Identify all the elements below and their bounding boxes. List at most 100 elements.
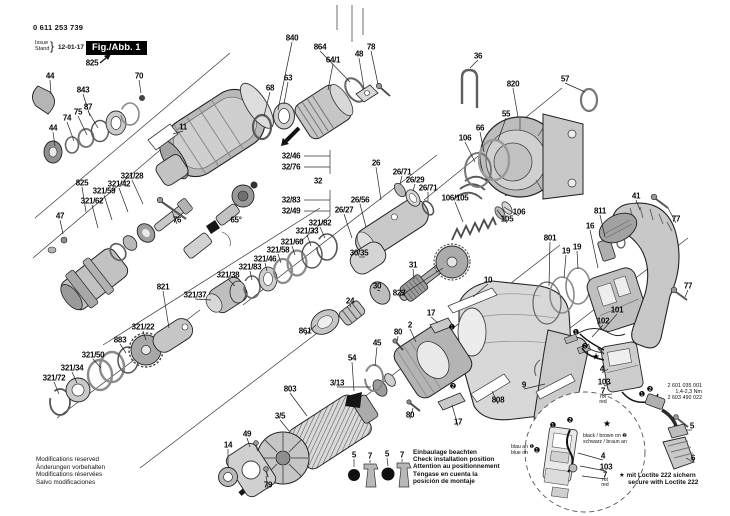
part-label-26-27: 26/27 (334, 205, 354, 215)
label-bracket-32 (299, 150, 331, 243)
part-label-31: 31 (408, 260, 418, 270)
part-label-78: 78 (366, 42, 376, 52)
part-label-64-1: 64/1 (325, 55, 341, 65)
part-label-32-83: 32/83 (281, 195, 301, 205)
part-label-103: 103 (597, 377, 611, 387)
part-label-321-62: 321/62 (80, 196, 104, 206)
part-label-26-71: 26/71 (392, 167, 412, 177)
part-label-101: 101 (610, 305, 624, 315)
part-label-825: 825 (75, 178, 89, 188)
brush-holder-icon (363, 463, 379, 488)
part-label-17: 17 (453, 417, 463, 427)
part-label-16: 16 (585, 221, 595, 231)
part-label-79: 79 (263, 480, 273, 490)
part-label-821: 821 (156, 282, 170, 292)
wire-marker-1: ❶ (572, 327, 580, 337)
part-label-321-59: 321/59 (92, 186, 116, 196)
wire-marker-2: ❷ (566, 415, 574, 425)
part-label-321-33: 321/33 (295, 226, 319, 236)
part-label-70: 70 (134, 71, 144, 81)
part-label-30: 30 (372, 281, 382, 291)
part-label-54: 54 (347, 353, 357, 363)
part-label-861: 861 (298, 326, 312, 336)
part-label-14: 14 (223, 440, 233, 450)
loctite-star-icon: ★ (591, 351, 601, 362)
part-label-32-76: 32/76 (281, 162, 301, 172)
part-label-321-42: 321/42 (107, 179, 131, 189)
part-label-321-83: 321/83 (238, 262, 262, 272)
part-label-rot: rot (602, 477, 608, 483)
gear-housing-shape (159, 82, 274, 180)
wire-marker-1: ❶ (638, 389, 646, 399)
part-label-74: 74 (62, 113, 72, 123)
part-label-106: 106 (512, 207, 526, 217)
nameplate-shape (147, 123, 179, 151)
part-label-808: 808 (491, 395, 505, 405)
part-label-5: 5 (384, 449, 390, 459)
part-label-65-: 65° (230, 215, 242, 225)
figure-label: Fig./Abb. 1 (86, 41, 147, 55)
device-part-number: 0 611 253 739 (33, 23, 84, 32)
part-label-26: 26 (371, 158, 381, 168)
part-label-red: red (599, 399, 607, 405)
part-label-103: 103 (599, 462, 613, 472)
part-label-80: 80 (405, 410, 415, 420)
part-label-45: 45 (372, 338, 382, 348)
part-label-102: 102 (596, 316, 610, 326)
part-label-7: 7 (602, 470, 608, 480)
part-label-825: 825 (85, 58, 99, 68)
wire-marker-1: ❶ (533, 445, 541, 455)
part-label-5: 5 (689, 421, 695, 431)
part-label-840: 840 (285, 33, 299, 43)
part-label-47: 47 (55, 211, 65, 221)
brush-icon (381, 467, 395, 481)
part-label-76: 76 (172, 215, 182, 225)
part-label-32: 32 (313, 176, 323, 186)
part-label-24: 24 (345, 296, 355, 306)
wire-marker-1: ❶ (549, 420, 557, 430)
part-label-6: 6 (690, 453, 696, 463)
part-label-10: 10 (483, 275, 493, 285)
part-label-11: 11 (179, 122, 187, 132)
end-shield-shape (586, 267, 648, 332)
part-label-48: 48 (354, 49, 364, 59)
part-label-883: 883 (113, 335, 127, 345)
part-label-321-38: 321/38 (216, 270, 240, 280)
wire-marker-2: ❷ (646, 384, 654, 394)
part-label-rot: rot (600, 394, 606, 400)
part-label-321-22: 321/22 (131, 322, 155, 332)
part-label-7: 7 (399, 450, 405, 460)
part-label-26-71: 26/71 (418, 183, 438, 193)
part-label-811: 811 (593, 206, 607, 216)
part-label-321-46: 321/46 (253, 254, 277, 264)
part-label-19: 19 (572, 242, 582, 252)
part-label-321-34: 321/34 (60, 363, 84, 373)
part-label-32-49: 32/49 (281, 206, 301, 216)
u-clip-shape (460, 68, 479, 108)
part-label-32-46: 32/46 (281, 151, 301, 161)
switch-shape (600, 341, 644, 393)
part-label-36: 36 (473, 51, 483, 61)
part-label-57: 57 (560, 74, 570, 84)
part-label-17: 17 (426, 308, 436, 318)
leader-lines (49, 41, 694, 490)
part-label-4: 4 (599, 364, 605, 374)
issue-date: 12-01-17 (58, 44, 85, 51)
part-label-77: 77 (671, 214, 681, 224)
part-label-55: 55 (501, 109, 511, 119)
part-label-803: 803 (283, 384, 297, 394)
part-label-823: 823 (392, 288, 406, 298)
part-label-3-5: 3/5 (274, 411, 286, 421)
part-label-68: 68 (265, 83, 275, 93)
part-label-843: 843 (76, 85, 90, 95)
part-label-80: 80 (393, 327, 403, 337)
brush-holder-icon (396, 462, 412, 488)
part-label-321-82: 321/82 (308, 218, 332, 228)
part-label-26-29: 26/29 (405, 175, 425, 185)
part-label-75: 75 (73, 107, 83, 117)
